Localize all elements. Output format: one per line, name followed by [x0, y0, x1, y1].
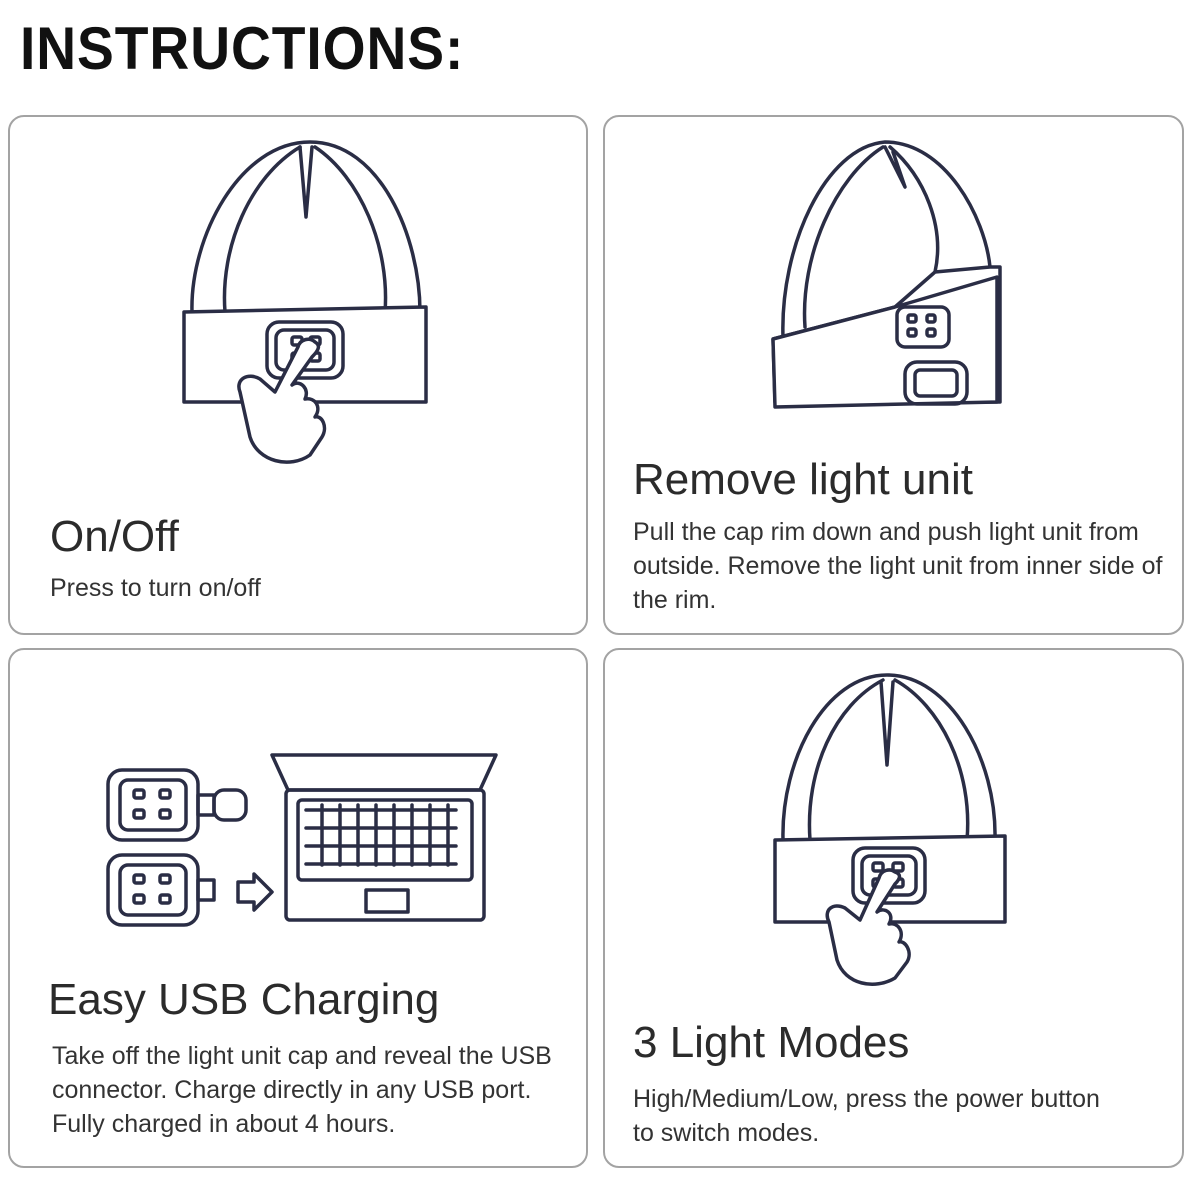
- panel-light-modes: 3 Light Modes High/Medium/Low, press the…: [603, 648, 1184, 1168]
- panel-description: Press to turn on/off: [50, 574, 261, 602]
- page-title: INSTRUCTIONS:: [20, 15, 465, 82]
- panel-usb-charging: Easy USB Charging Take off the light uni…: [8, 648, 588, 1168]
- panel-description: Pull the cap rim down and push light uni…: [633, 518, 1163, 614]
- beanie-remove-light-illustration: [771, 140, 1002, 409]
- panel-description: High/Medium/Low, press the power button …: [633, 1085, 1100, 1147]
- beanie-light-modes-illustration: [773, 673, 1007, 986]
- panel-heading: Remove light unit: [633, 455, 973, 504]
- panel-remove-light-unit: Remove light unit Pull the cap rim down …: [603, 115, 1184, 635]
- panel-on-off: On/Off Press to turn on/off: [8, 115, 588, 635]
- usb-charging-illustration: [106, 753, 498, 927]
- panel-heading: On/Off: [50, 512, 179, 561]
- panel-heading: 3 Light Modes: [633, 1018, 910, 1067]
- panel-heading: Easy USB Charging: [48, 975, 440, 1024]
- beanie-press-button-illustration: [182, 140, 428, 464]
- panel-description: Take off the light unit cap and reveal t…: [52, 1042, 552, 1138]
